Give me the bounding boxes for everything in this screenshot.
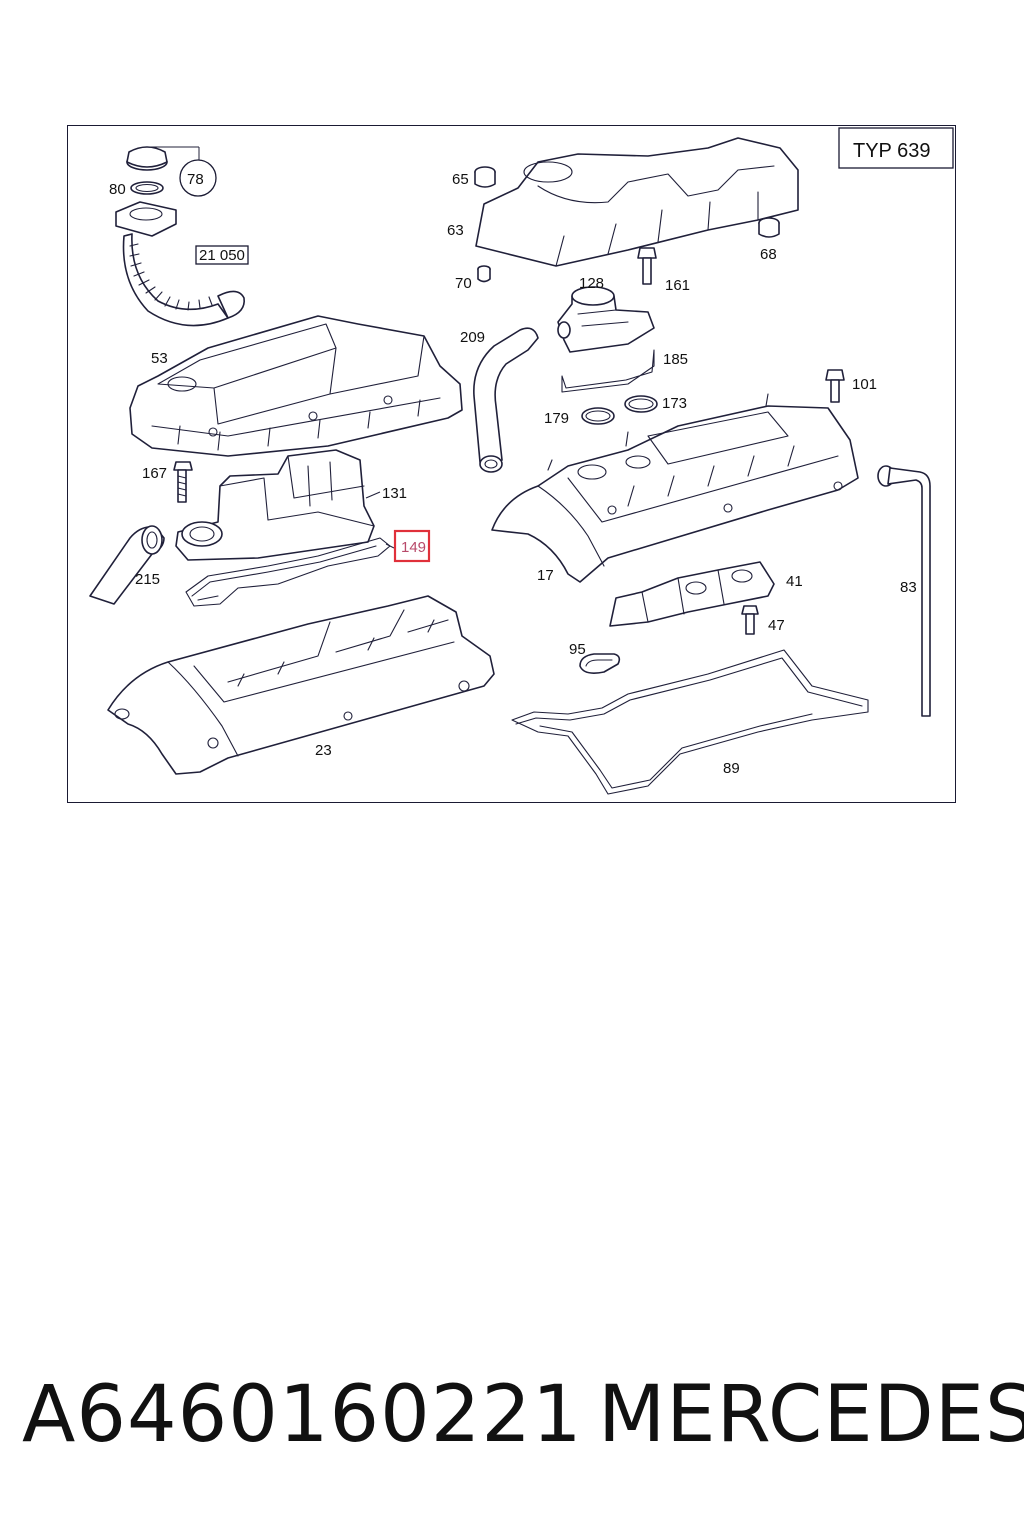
callout-80: 80 (109, 181, 126, 198)
bolt-161 (637, 247, 657, 285)
callout-185: 185 (663, 351, 688, 368)
brand-name: MERCEDES (598, 1370, 1024, 1460)
hose-215 (89, 525, 165, 605)
type-label: TYP 639 (853, 140, 930, 162)
part-23-head-cover (107, 595, 495, 775)
callout-89: 89 (723, 760, 740, 777)
exploded-view-drawing: TYP 639 78 80 21 050 (89, 127, 954, 795)
o-ring-173 (624, 395, 658, 413)
bolt-101 (825, 369, 845, 403)
bolt-47 (741, 605, 759, 635)
callout-65: 65 (452, 171, 469, 188)
bolt-167 (173, 461, 193, 503)
callout-95: 95 (569, 641, 586, 658)
callout-215: 215 (135, 571, 160, 588)
callout-161: 161 (665, 277, 690, 294)
callout-167: 167 (142, 465, 167, 482)
callout-149-highlighted: 149 (401, 539, 426, 556)
callout-173: 173 (662, 395, 687, 412)
callout-70: 70 (455, 275, 472, 292)
reference-circle (179, 159, 217, 197)
callout-68: 68 (760, 246, 777, 263)
callout-63: 63 (447, 222, 464, 239)
filler-neck-hose (115, 201, 245, 327)
part-63-top-cover (475, 137, 799, 267)
part-128-pressure-regulator (557, 286, 655, 353)
seal-95 (579, 653, 621, 674)
o-ring-179-inner (585, 410, 611, 422)
part-83-dipstick-tube (877, 465, 931, 717)
callout-83: 83 (900, 579, 917, 596)
callout-131: 131 (382, 485, 407, 502)
callout-41: 41 (786, 573, 803, 590)
part-41-bracket (609, 561, 775, 627)
highlight-box (393, 529, 431, 563)
callout-23: 23 (315, 742, 332, 759)
callout-21050: 21 050 (199, 247, 245, 264)
callout-17: 17 (537, 567, 554, 584)
callout-53: 53 (151, 350, 168, 367)
gasket-89 (511, 649, 869, 795)
callout-47: 47 (768, 617, 785, 634)
part-53-engine-cover (129, 315, 463, 457)
grommet-65 (474, 166, 496, 188)
callout-101: 101 (852, 376, 877, 393)
type-label-box: TYP 639 (838, 127, 954, 169)
hose-209 (473, 327, 539, 473)
reference-box (195, 245, 249, 265)
gasket-185 (561, 349, 655, 393)
oil-filler-cap (126, 146, 168, 195)
grommet-68 (758, 217, 780, 238)
product-caption: A6460160221 MERCEDES (0, 1370, 1024, 1480)
part-number: A6460160221 (22, 1370, 583, 1460)
gasket-149 (185, 537, 391, 607)
parts-diagram: TYP 639 78 80 21 050 (67, 125, 956, 803)
o-ring-179 (581, 407, 615, 425)
o-ring-173-inner (628, 398, 654, 410)
part-17-head-cover (491, 393, 859, 583)
callout-128: 128 (579, 275, 604, 292)
grommet-70 (477, 265, 491, 283)
callout-78: 78 (187, 171, 204, 188)
callout-179: 179 (544, 410, 569, 427)
callout-209: 209 (460, 329, 485, 346)
part-131-oil-separator (175, 449, 375, 561)
